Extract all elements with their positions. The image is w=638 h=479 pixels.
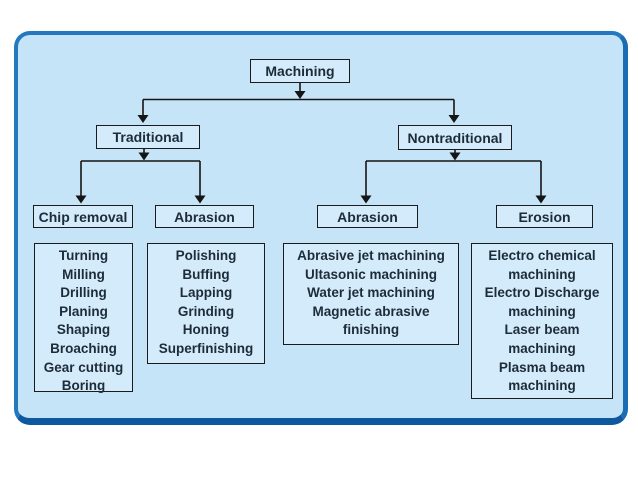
node-machining: Machining [250, 59, 350, 83]
node-traditional: Traditional [96, 125, 200, 149]
list-abrasion-nontraditional-processes: Abrasive jet machining Ultasonic machini… [283, 243, 459, 345]
list-abrasion-traditional-processes: Polishing Buffing Lapping Grinding Honin… [147, 243, 265, 364]
node-erosion: Erosion [496, 205, 593, 228]
node-abrasion-traditional: Abrasion [155, 205, 254, 228]
node-chip-removal: Chip removal [33, 205, 133, 228]
list-erosion-processes: Electro chemical machining Electro Disch… [471, 243, 613, 399]
node-abrasion-nontraditional: Abrasion [317, 205, 418, 228]
list-chip-removal-processes: Turning Milling Drilling Planing Shaping… [34, 243, 133, 393]
node-nontraditional: Nontraditional [398, 125, 512, 150]
